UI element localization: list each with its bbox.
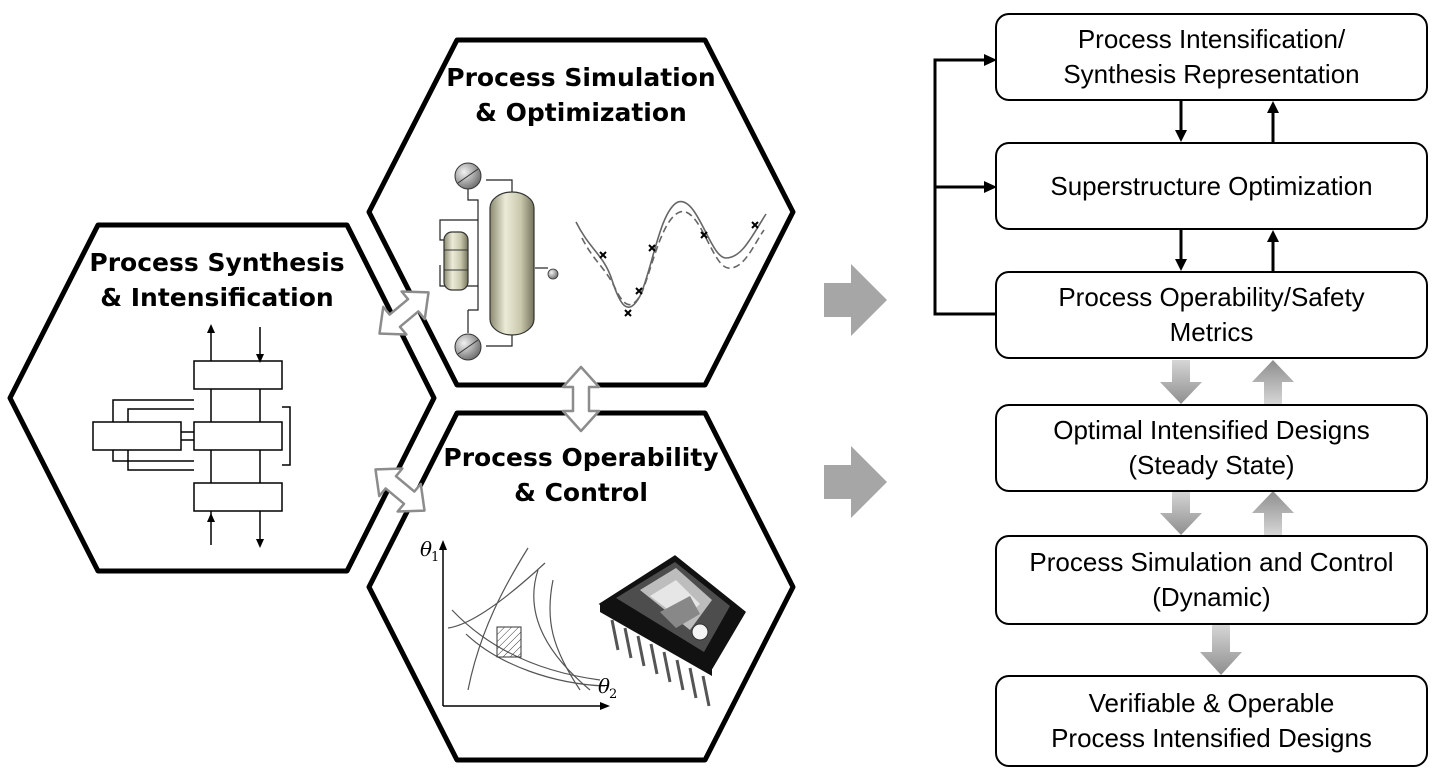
operability-title-line2: & Control: [514, 478, 648, 507]
axis-y-symbol: θ: [420, 537, 432, 561]
flow-box-4-line1: Optimal Intensified Designs: [1053, 415, 1370, 445]
hexagon-synthesis: Process Synthesis & Intensification: [7, 222, 437, 574]
hexagon-operability: Process Operability & Control θ 1 θ 2: [366, 410, 796, 763]
flow-box-1-line2: Synthesis Representation: [1063, 59, 1360, 89]
black-updown-arrows: [1175, 101, 1279, 271]
flow-box-6-line2: Process Intensified Designs: [1051, 723, 1372, 753]
flow-box-6-line1: Verifiable & Operable: [1088, 688, 1335, 718]
double-arrow-synthesis-simulation: [378, 290, 430, 336]
flow-box-3-line2: Metrics: [1169, 317, 1254, 347]
flow-box-simulation-control: Process Simulation and Control (Dynamic): [995, 535, 1428, 625]
microchip-icon: [598, 555, 746, 707]
feedback-loop: [933, 58, 995, 316]
flow-box-superstructure-optimization: Superstructure Optimization: [995, 142, 1428, 230]
condenser-icon: [454, 162, 482, 190]
flow-box-2-line1: Superstructure Optimization: [1050, 170, 1373, 201]
hexagon-simulation: Process Simulation & Optimization: [366, 37, 796, 388]
flow-box-optimal-intensified-designs: Optimal Intensified Designs (Steady Stat…: [995, 404, 1428, 492]
operability-title-line1: Process Operability: [443, 443, 718, 472]
simulation-title-line1: Process Simulation: [446, 63, 715, 92]
simulation-title-line2: & Optimization: [475, 98, 687, 127]
flow-box-1-line1: Process Intensification/: [1077, 24, 1346, 54]
gray-arrow-right-bottom: [824, 446, 887, 518]
double-arrow-synthesis-operability: [374, 467, 426, 513]
flow-box-operability-safety-metrics: Process Operability/Safety Metrics: [995, 271, 1428, 359]
double-arrow-simulation-operability: [561, 365, 601, 433]
synthesis-block-diagram: [92, 327, 291, 545]
gray-arrow-right-top: [824, 264, 887, 336]
optimization-curve: [575, 201, 767, 308]
valve-icon: [547, 268, 559, 280]
flow-box-5-line1: Process Simulation and Control: [1029, 547, 1394, 577]
gray-updown-arrows: [1160, 360, 1294, 675]
flow-box-4-line2: (Steady State): [1128, 450, 1295, 480]
column-icon: [489, 191, 535, 336]
axis-x-subscript: 2: [609, 687, 617, 702]
synthesis-title-line1: Process Synthesis: [89, 248, 344, 277]
flow-box-5-line2: (Dynamic): [1152, 582, 1271, 612]
optimization-points: [599, 221, 759, 317]
operability-plot: θ 1 θ 2: [420, 537, 617, 710]
axis-x-symbol: θ: [598, 674, 610, 698]
feedback-arrowheads: [984, 54, 997, 193]
reboiler-drum-icon: [443, 231, 469, 291]
flow-box-verifiable-operable-designs: Verifiable & Operable Process Intensifie…: [995, 675, 1428, 767]
synthesis-stream-arrowheads: [207, 324, 264, 548]
reboiler-icon: [454, 333, 482, 361]
synthesis-title-line2: & Intensification: [100, 283, 333, 312]
axis-y-subscript: 1: [431, 550, 439, 565]
flow-box-3-line1: Process Operability/Safety: [1058, 282, 1365, 312]
flow-box-intensification-representation: Process Intensification/ Synthesis Repre…: [995, 13, 1428, 101]
